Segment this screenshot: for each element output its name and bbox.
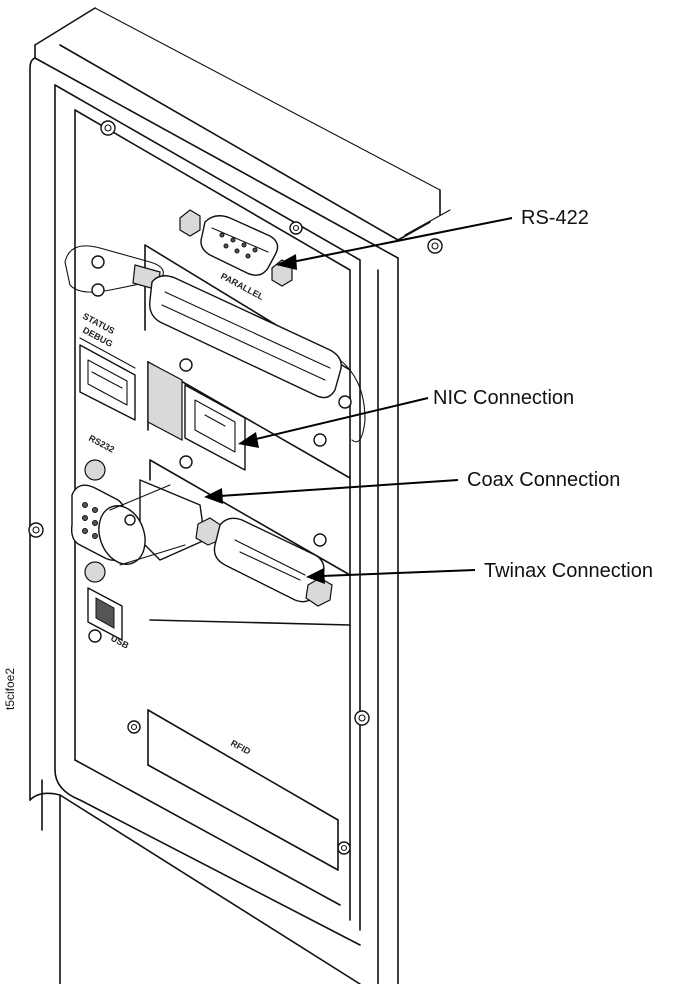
status-debug-port: STATUS DEBUG — [79, 311, 136, 421]
rfid-label: RFID — [229, 738, 253, 757]
leader-rs422 — [291, 217, 513, 263]
arrow-nic — [238, 432, 259, 448]
leader-coax — [219, 479, 459, 497]
callout-labels: RS-422 NIC Connection Coax Connection Tw… — [433, 207, 653, 582]
arrow-rs422 — [276, 254, 297, 270]
arrow-coax — [204, 488, 223, 504]
panel-frame — [54, 84, 361, 946]
twinax-connector — [195, 517, 333, 607]
coax-connector — [98, 479, 206, 566]
parallel-connector — [149, 275, 366, 443]
rfid-slot: RFID — [147, 709, 339, 871]
rs232-label: RS232 — [87, 433, 116, 455]
leader-lines — [204, 217, 513, 584]
rs422-connector — [179, 209, 293, 287]
figure-id: t5cifoe2 — [3, 668, 17, 710]
nic-card — [147, 358, 351, 479]
callout-twinax-connection: Twinax Connection — [484, 560, 653, 582]
leader-nic — [251, 397, 429, 441]
usb-label: USB — [109, 633, 131, 651]
callout-nic-connection: NIC Connection — [433, 387, 574, 409]
cabinet-outline — [29, 7, 451, 985]
callout-coax-connection: Coax Connection — [467, 469, 620, 491]
parallel-label: PARALLEL — [219, 271, 266, 302]
leader-twinax — [321, 569, 476, 577]
retainer-clip — [64, 245, 164, 297]
frame-screws — [28, 120, 443, 855]
coax-twinax-card — [98, 455, 351, 626]
callout-rs422: RS-422 — [521, 207, 589, 229]
arrow-twinax — [306, 568, 325, 584]
